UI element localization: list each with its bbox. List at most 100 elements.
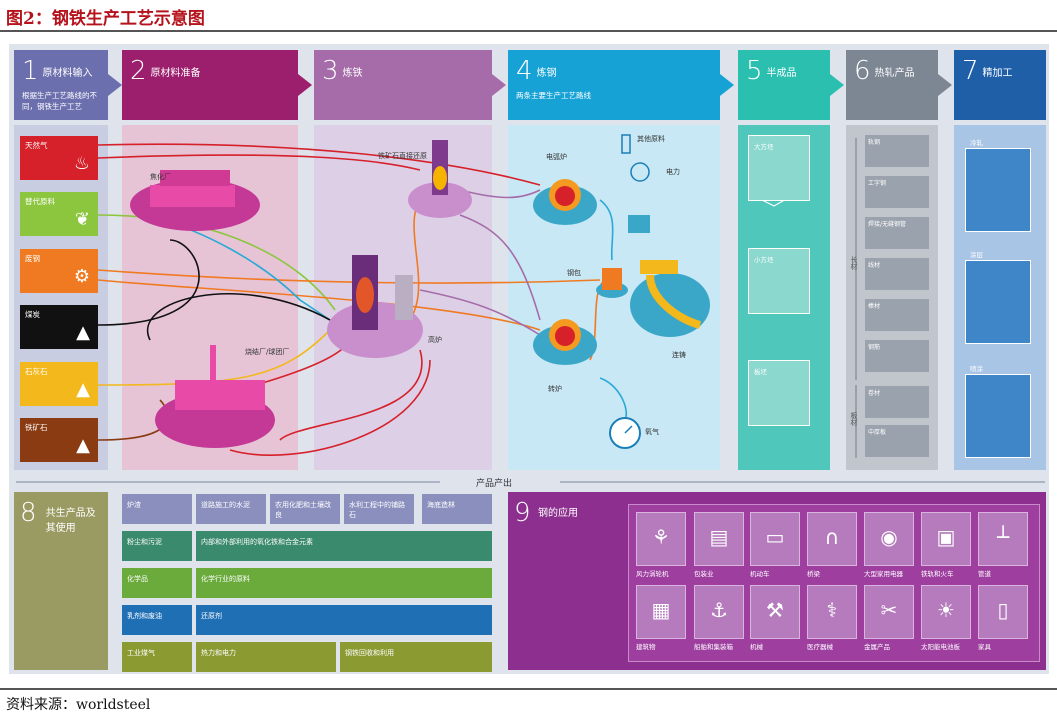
app-label: 金属产品: [864, 643, 890, 651]
section-subtitle: 两条主要生产工艺路线: [516, 91, 591, 100]
app-rail: ▣: [921, 512, 971, 566]
section-number: 3: [322, 56, 339, 86]
byproduct-use: 水利工程中的铺路石: [344, 494, 414, 524]
section-number: 4: [516, 56, 533, 86]
output-label: 产品产出: [470, 476, 519, 489]
semi-product-bloom: 大方坯: [748, 135, 810, 201]
input-label: 替代原料: [25, 197, 55, 206]
finishing-painting: 喷涂: [965, 365, 1031, 458]
scrap-car-icon: ⚙: [73, 266, 90, 287]
byproduct-use: 内部和外部利用的氧化铁和合金元素: [196, 531, 492, 561]
app-furniture: ▯: [978, 585, 1028, 639]
section-title: 炼钢: [536, 68, 557, 79]
can-icon: ▤: [709, 525, 729, 549]
app-label: 桥梁: [807, 570, 820, 578]
hot-rolled-rail: 轨钢: [865, 135, 929, 167]
app-label: 包装业: [694, 570, 714, 578]
finishing-cold-rolling: 冷轧: [965, 139, 1031, 232]
input-limestone: 石灰石▲: [20, 362, 98, 406]
byproduct-label: 化学品: [122, 568, 192, 598]
source-note: 资料来源：worldsteel: [6, 697, 151, 713]
byproduct-row-chemicals: 化学品 化学行业的原料: [122, 568, 492, 598]
app-label: 大型家用电器: [864, 570, 903, 578]
product-label: 线材: [868, 262, 881, 269]
section-title: 共生产品及其使用: [45, 508, 96, 534]
hot-rolled-coil: 卷材: [865, 386, 929, 418]
app-label: 机械: [750, 643, 763, 651]
app-metal-products: ✂: [864, 585, 914, 639]
pile-icon: ▲: [76, 322, 90, 343]
product-label: 中厚板: [868, 429, 887, 436]
input-natural-gas: 天然气♨: [20, 136, 98, 180]
byproduct-use: 农用化肥和土壤改良: [270, 494, 340, 524]
section-title: 半成品: [766, 68, 797, 79]
section-number: 9: [514, 498, 531, 528]
app-automotive: ▭: [750, 512, 800, 566]
hot-rolled-wire: 线材: [865, 258, 929, 290]
sinter-plant-label: 烧结厂/球团厂: [245, 348, 290, 356]
section-title: 精加工: [982, 68, 1013, 79]
input-alternative: 替代原料 ❦: [20, 192, 98, 236]
pile-icon: ▲: [76, 435, 90, 456]
section-title: 原材料输入: [42, 68, 93, 79]
eaf-label: 电弧炉: [546, 153, 567, 161]
tools-icon: ✂: [880, 598, 898, 622]
app-packaging: ▤: [694, 512, 744, 566]
app-label: 机动车: [750, 570, 770, 578]
col-bg-input: [14, 125, 108, 470]
bottom-rule: [0, 688, 1057, 690]
app-label: 家具: [978, 643, 991, 651]
app-label: 医疗器械: [807, 643, 833, 651]
flame-icon: ♨: [73, 153, 90, 174]
product-label: 轨钢: [868, 139, 881, 146]
input-label: 废钢: [25, 254, 40, 263]
section-8-panel: 8 共生产品及其使用: [14, 492, 108, 670]
finishing-label: 涂层: [970, 251, 983, 259]
ladle-label: 钢包: [567, 269, 581, 277]
top-rule: [0, 30, 1057, 32]
hot-rolled-ibeam: 工字钢: [865, 176, 929, 208]
medical-icon: ⚕: [826, 598, 838, 622]
section-number: 5: [746, 56, 763, 86]
corn-icon: ❦: [74, 209, 90, 230]
input-label: 煤炭: [25, 310, 40, 319]
section-number: 7: [962, 56, 979, 86]
byproduct-row-slag: 炉渣 道路施工的水泥 农用化肥和土壤改良 水利工程中的铺路石 海底造林: [122, 494, 492, 524]
section-subtitle: 根据生产工艺路线的不同，钢铁生产工艺: [22, 91, 97, 111]
byproduct-row-oil: 乳剂和废油 还原剂: [122, 605, 492, 635]
product-label: 棒材: [868, 303, 881, 310]
train-icon: ▣: [936, 525, 956, 549]
byproduct-label: 粉尘和污泥: [122, 531, 192, 561]
finishing-coating: 涂层: [965, 251, 1031, 344]
bof-label: 转炉: [548, 385, 562, 393]
wind-turbine-icon: ⚘: [652, 525, 670, 549]
coke-plant-label: 焦化厂: [150, 173, 171, 181]
input-label: 石灰石: [25, 367, 48, 376]
byproduct-use: 热力和电力: [196, 642, 336, 672]
app-label: 风力涡轮机: [636, 570, 669, 578]
long-products-label: 长材: [850, 256, 858, 270]
hot-rolled-rebar: 钢筋: [865, 340, 929, 372]
semi-product-slab: 板坯: [748, 360, 810, 426]
byproduct-use: 道路施工的水泥: [196, 494, 266, 524]
byproduct-label: 工业煤气: [122, 642, 192, 672]
input-label: 铁矿石: [25, 423, 48, 432]
app-solar: ☀: [921, 585, 971, 639]
product-label: 卷材: [868, 390, 881, 397]
product-label: 小方坯: [754, 256, 774, 264]
input-coal: 煤炭 ▲: [20, 305, 98, 349]
app-label: 建筑物: [636, 643, 656, 651]
product-label: 钢筋: [868, 344, 881, 351]
caster-label: 连铸: [672, 351, 686, 359]
section-number: 2: [130, 56, 147, 86]
byproduct-use: 化学行业的原料: [196, 568, 492, 598]
hot-rolled-bar: 棒材: [865, 299, 929, 331]
app-bridge: ∩: [807, 512, 857, 566]
app-label: 船舶和集装箱: [694, 643, 733, 651]
byproduct-use: 还原剂: [196, 605, 492, 635]
car-icon: ▭: [765, 525, 785, 549]
